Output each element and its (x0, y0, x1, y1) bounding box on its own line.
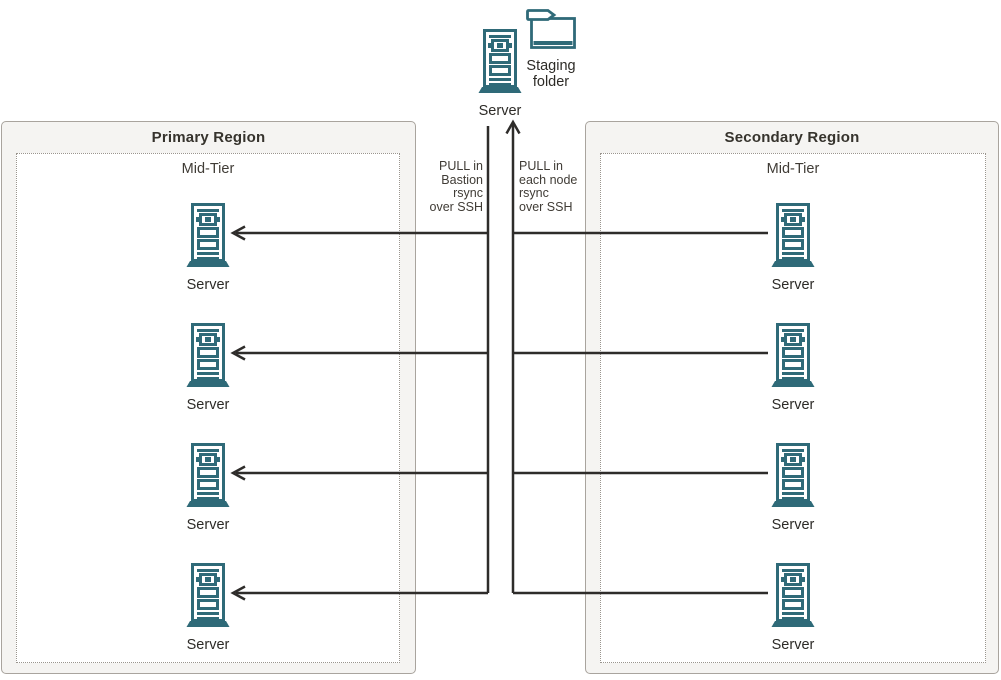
secondary-server-node-2: Server (753, 322, 833, 414)
server-icon (771, 322, 815, 395)
server-label: Server (186, 517, 230, 533)
primary-server-node-3: Server (168, 442, 248, 534)
server-label: Server (771, 637, 815, 653)
server-label: Server (186, 397, 230, 413)
primary-region-title: Primary Region (151, 129, 266, 146)
server-label: Server (771, 277, 815, 293)
server-icon (478, 28, 522, 101)
primary-server-node-2: Server (168, 322, 248, 414)
staging-folder-label: Staging folder (526, 58, 576, 90)
server-label: Server (186, 637, 230, 653)
secondary-midtier-label: Mid-Tier (766, 161, 820, 177)
server-icon (771, 442, 815, 515)
primary-server-node-1: Server (168, 202, 248, 294)
folder-icon (524, 7, 578, 56)
arrow-left-icon (230, 225, 246, 241)
server-icon (186, 202, 230, 275)
secondary-server-node-1: Server (753, 202, 833, 294)
secondary-region-title: Secondary Region (724, 129, 860, 146)
arrow-left-icon (230, 465, 246, 481)
primary-server-node-4: Server (168, 562, 248, 654)
node-pull-label: PULL in each node rsync over SSH (519, 159, 578, 214)
staging-server-label: Server (478, 103, 522, 119)
server-icon (771, 202, 815, 275)
server-label: Server (771, 397, 815, 413)
bastion-pull-label: PULL in Bastion rsync over SSH (429, 159, 484, 214)
server-label: Server (186, 277, 230, 293)
server-icon (771, 562, 815, 635)
server-icon (186, 562, 230, 635)
arrow-left-icon (230, 345, 246, 361)
staging-folder-node: Staging folder (513, 7, 589, 90)
server-label: Server (771, 517, 815, 533)
server-icon (186, 322, 230, 395)
arrow-left-icon (230, 585, 246, 601)
primary-midtier-label: Mid-Tier (181, 161, 235, 177)
server-icon (186, 442, 230, 515)
staging-server-node: Server (460, 28, 540, 120)
arrow-up-icon (505, 119, 521, 135)
secondary-server-node-3: Server (753, 442, 833, 534)
secondary-server-node-4: Server (753, 562, 833, 654)
